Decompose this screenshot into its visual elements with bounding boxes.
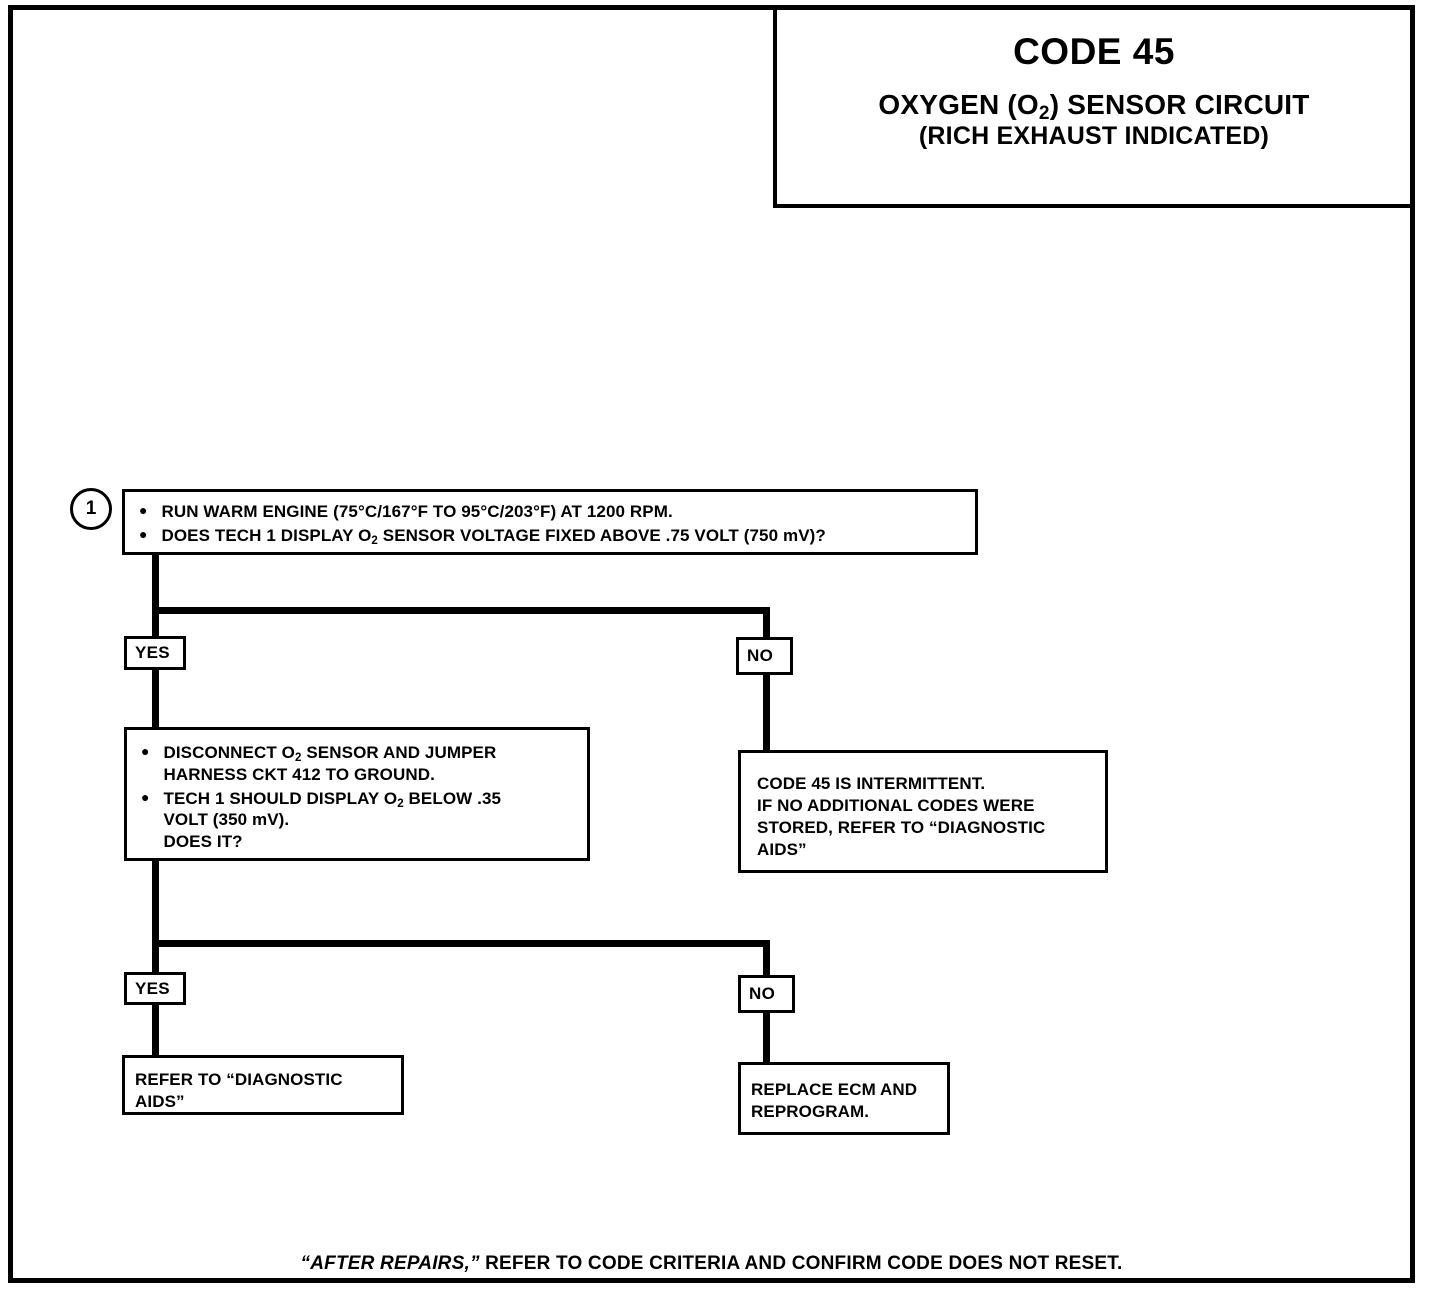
bullet-icon: ● (139, 525, 148, 542)
connector-branch2-left-down (152, 940, 159, 975)
o2-subscript: 2 (295, 752, 302, 765)
refer-diagnostic-aids-text: REFER TO “DIAGNOSTIC AIDS” (135, 1070, 343, 1112)
step1-bullet-2-text-a: DOES TECH 1 DISPLAY O (161, 525, 372, 545)
connector-no1-down (763, 672, 770, 754)
bullet-icon: ● (141, 788, 150, 805)
replace-ecm-box[interactable]: REPLACE ECM AND REPROGRAM. (738, 1062, 950, 1135)
code-intermittent-box[interactable]: CODE 45 IS INTERMITTENT. IF NO ADDITIONA… (738, 750, 1108, 873)
step-marker-1: 1 (70, 488, 112, 530)
circuit-title-pre: OXYGEN (O (878, 88, 1039, 120)
connector-branch1-left-down (152, 607, 159, 639)
footer-italic-part: “AFTER REPAIRS,” (300, 1253, 480, 1274)
disconnect-bullet-1-text: DISCONNECT O2 SENSOR AND JUMPER HARNESS … (163, 742, 496, 786)
replace-ecm-text: REPLACE ECM AND REPROGRAM. (751, 1080, 918, 1122)
circuit-subtitle: (RICH EXHAUST INDICATED) (918, 121, 1270, 150)
branch-label-no-2[interactable]: NO (738, 975, 795, 1013)
connector-yes2-down (152, 1002, 159, 1058)
bullet-icon: ● (141, 743, 150, 759)
step1-bullet-2-text-b: SENSOR VOLTAGE FIXED ABOVE .75 VOLT (750… (377, 525, 826, 545)
circuit-title: OXYGEN (O2) SENSOR CIRCUIT (777, 88, 1411, 124)
connector-step1-down (152, 552, 159, 614)
code-intermittent-text: CODE 45 IS INTERMITTENT. IF NO ADDITIONA… (757, 774, 1046, 860)
page-title: CODE 45 (1013, 31, 1175, 72)
disconnect-bullet-2: ● TECH 1 SHOULD DISPLAY O2 BELOW .35 VOL… (141, 788, 579, 853)
step1-bullet-2: ● DOES TECH 1 DISPLAY O2 SENSOR VOLTAGE … (139, 525, 965, 547)
o2-subscript: 2 (371, 534, 378, 547)
disconnect-bullet-1: ● DISCONNECT O2 SENSOR AND JUMPER HARNES… (141, 742, 579, 786)
refer-diagnostic-aids-box[interactable]: REFER TO “DIAGNOSTIC AIDS” (122, 1055, 404, 1115)
o2-subscript: 2 (397, 797, 404, 810)
step1-bullet-2-text: DOES TECH 1 DISPLAY O2 SENSOR VOLTAGE FI… (161, 525, 825, 547)
disconnect-sensor-box[interactable]: ● DISCONNECT O2 SENSOR AND JUMPER HARNES… (124, 727, 590, 861)
disconnect-bullet-2-text-a: TECH 1 SHOULD DISPLAY O (163, 788, 398, 808)
bullet-icon: ● (139, 502, 148, 518)
disconnect-bullet-2-text-b: BELOW .35 VOLT (350 mV). DOES IT? (163, 788, 502, 852)
circuit-title-post: ) SENSOR CIRCUIT (1049, 88, 1310, 120)
circuit-title-subscript: 2 (1038, 102, 1050, 124)
step1-question-box[interactable]: ● RUN WARM ENGINE (75°C/167°F TO 95°C/20… (122, 489, 978, 555)
connector-no2-down (763, 1010, 770, 1066)
page-border (8, 5, 1415, 1283)
branch-label-no-1[interactable]: NO (736, 637, 793, 675)
disconnect-bullet-2-text: TECH 1 SHOULD DISPLAY O2 BELOW .35 VOLT … (163, 788, 501, 853)
connector-disconnect-down (152, 858, 159, 950)
connector-branch1-horizontal (152, 607, 770, 614)
disconnect-bullet-1-text-b: SENSOR AND JUMPER HARNESS CKT 412 TO GRO… (163, 743, 497, 784)
disconnect-bullet-1-text-a: DISCONNECT O (163, 743, 296, 762)
step1-bullet-1: ● RUN WARM ENGINE (75°C/167°F TO 95°C/20… (139, 501, 965, 523)
footer-note: “AFTER REPAIRS,” REFER TO CODE CRITERIA … (8, 1253, 1415, 1275)
footer-rest: REFER TO CODE CRITERIA AND CONFIRM CODE … (479, 1253, 1123, 1274)
connector-branch1-right-down (763, 607, 770, 640)
step1-bullet-1-text: RUN WARM ENGINE (75°C/167°F TO 95°C/203°… (161, 502, 673, 521)
branch-label-yes-2[interactable]: YES (124, 972, 186, 1005)
connector-branch2-right-down (763, 940, 770, 978)
header-title-box: CODE 45 OXYGEN (O2) SENSOR CIRCUIT (RICH… (773, 5, 1415, 208)
connector-yes1-down (152, 668, 159, 730)
branch-label-yes-1[interactable]: YES (124, 636, 186, 670)
connector-branch2-horizontal (152, 940, 770, 947)
